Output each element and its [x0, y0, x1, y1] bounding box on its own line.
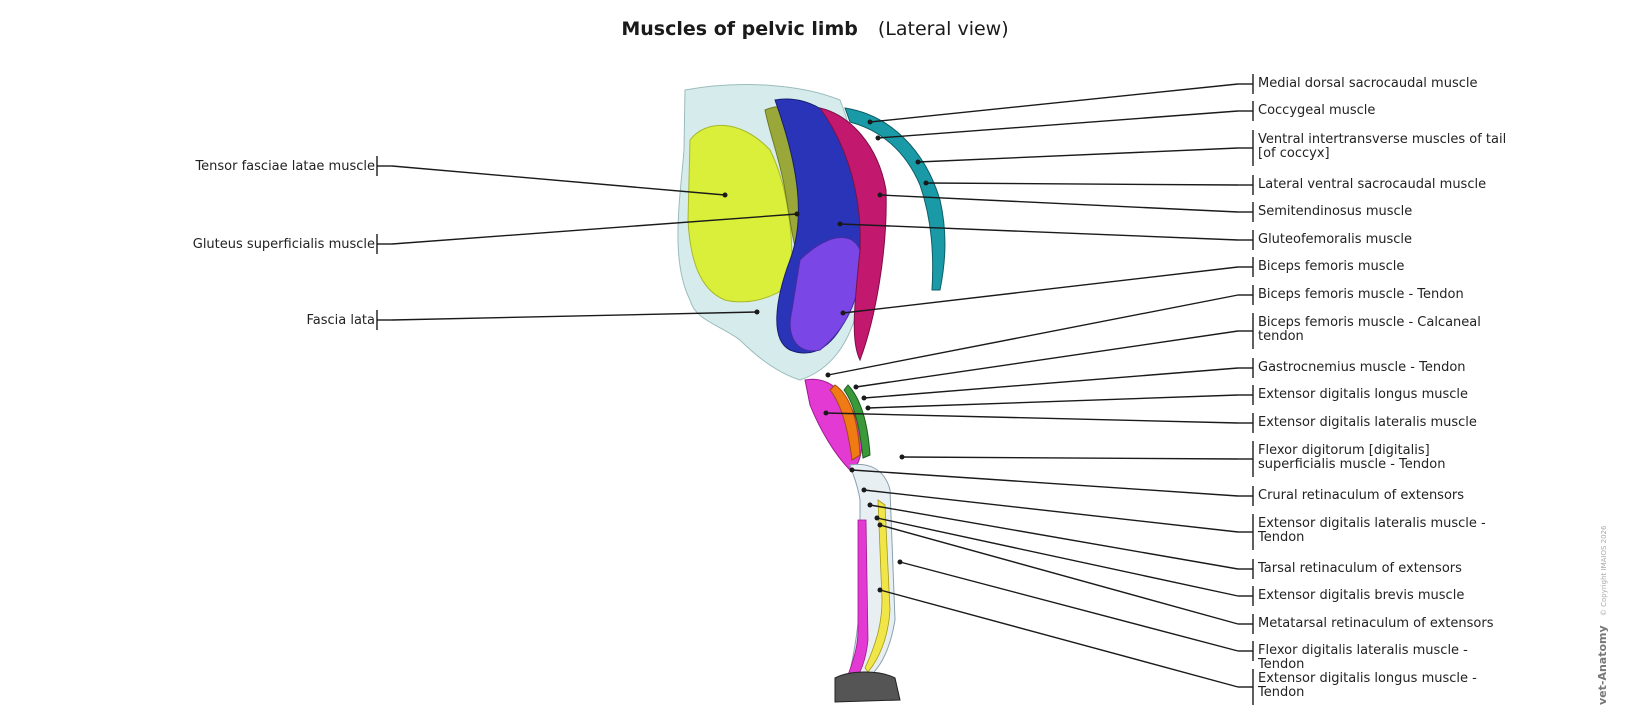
title-subtitle: (Lateral view): [877, 18, 1009, 40]
title-main: Muscles of pelvic limb: [621, 18, 858, 40]
hoof-shape: [834, 671, 901, 703]
label-biceps-femoris-calcaneal[interactable]: Biceps femoris muscle - Calcaneal tendon: [1258, 315, 1481, 344]
label-extensor-digitalis-lateralis-tendon[interactable]: Extensor digitalis lateralis muscle - Te…: [1258, 516, 1486, 545]
label-lateral-ventral-sacrocaudal[interactable]: Lateral ventral sacrocaudal muscle: [1258, 177, 1487, 192]
label-biceps-femoris[interactable]: Biceps femoris muscle: [1258, 259, 1405, 274]
crus-green: [843, 384, 871, 459]
watermark-copyright: © Copyright IMAIOS 2026: [1600, 525, 1608, 617]
label-coccygeal[interactable]: Coccygeal muscle: [1258, 103, 1376, 118]
label-medial-dorsal-sacrocaudal[interactable]: Medial dorsal sacrocaudal muscle: [1258, 76, 1478, 91]
leader-lines-left: [376, 156, 798, 330]
label-extensor-digitalis-longus[interactable]: Extensor digitalis longus muscle: [1258, 387, 1468, 402]
label-semitendinosus[interactable]: Semitendinosus muscle: [1258, 204, 1413, 219]
label-extensor-digitalis-brevis[interactable]: Extensor digitalis brevis muscle: [1258, 588, 1465, 603]
label-crural-retinaculum[interactable]: Crural retinaculum of extensors: [1258, 488, 1465, 503]
watermark: vet-Anatomy © Copyright IMAIOS 2026: [1596, 526, 1609, 705]
metatarsal-magenta-strip: [845, 519, 869, 685]
label-extensor-digitalis-lateralis[interactable]: Extensor digitalis lateralis muscle: [1258, 415, 1477, 430]
label-ventral-intertransverse[interactable]: Ventral intertransverse muscles of tail …: [1258, 132, 1507, 161]
biceps-femoris-lower: [789, 237, 863, 352]
diagram-title: Muscles of pelvic limb (Lateral view): [0, 18, 1630, 40]
tail-shape: [844, 107, 946, 291]
semitendinosus-shape: [818, 107, 887, 362]
watermark-brand: vet-Anatomy: [1596, 625, 1609, 705]
label-gastrocnemius-tendon[interactable]: Gastrocnemius muscle - Tendon: [1258, 360, 1466, 375]
label-flexor-digitalis-lateralis-tendon[interactable]: Flexor digitalis lateralis muscle - Tend…: [1258, 643, 1468, 672]
label-gluteus-superficialis[interactable]: Gluteus superficialis muscle: [192, 237, 375, 252]
label-metatarsal-retinaculum[interactable]: Metatarsal retinaculum of extensors: [1258, 616, 1494, 631]
label-gluteofemoralis[interactable]: Gluteofemoralis muscle: [1258, 232, 1413, 247]
leader-lines-right: [825, 74, 1254, 705]
label-tensor-fasciae-latae[interactable]: Tensor fasciae latae muscle: [195, 159, 375, 174]
label-biceps-femoris-tendon[interactable]: Biceps femoris muscle - Tendon: [1258, 287, 1464, 302]
crus-orange: [829, 384, 861, 461]
anchor-dots: [722, 119, 929, 593]
pelvic-limb-illustration: [677, 84, 946, 703]
label-tarsal-retinaculum[interactable]: Tarsal retinaculum of extensors: [1258, 561, 1462, 576]
label-fascia-lata[interactable]: Fascia lata: [306, 313, 375, 328]
label-extensor-digitalis-longus-tendon[interactable]: Extensor digitalis longus muscle - Tendo…: [1258, 671, 1477, 700]
label-flexor-superficialis-tendon[interactable]: Flexor digitorum [digitalis] superficial…: [1258, 443, 1446, 472]
